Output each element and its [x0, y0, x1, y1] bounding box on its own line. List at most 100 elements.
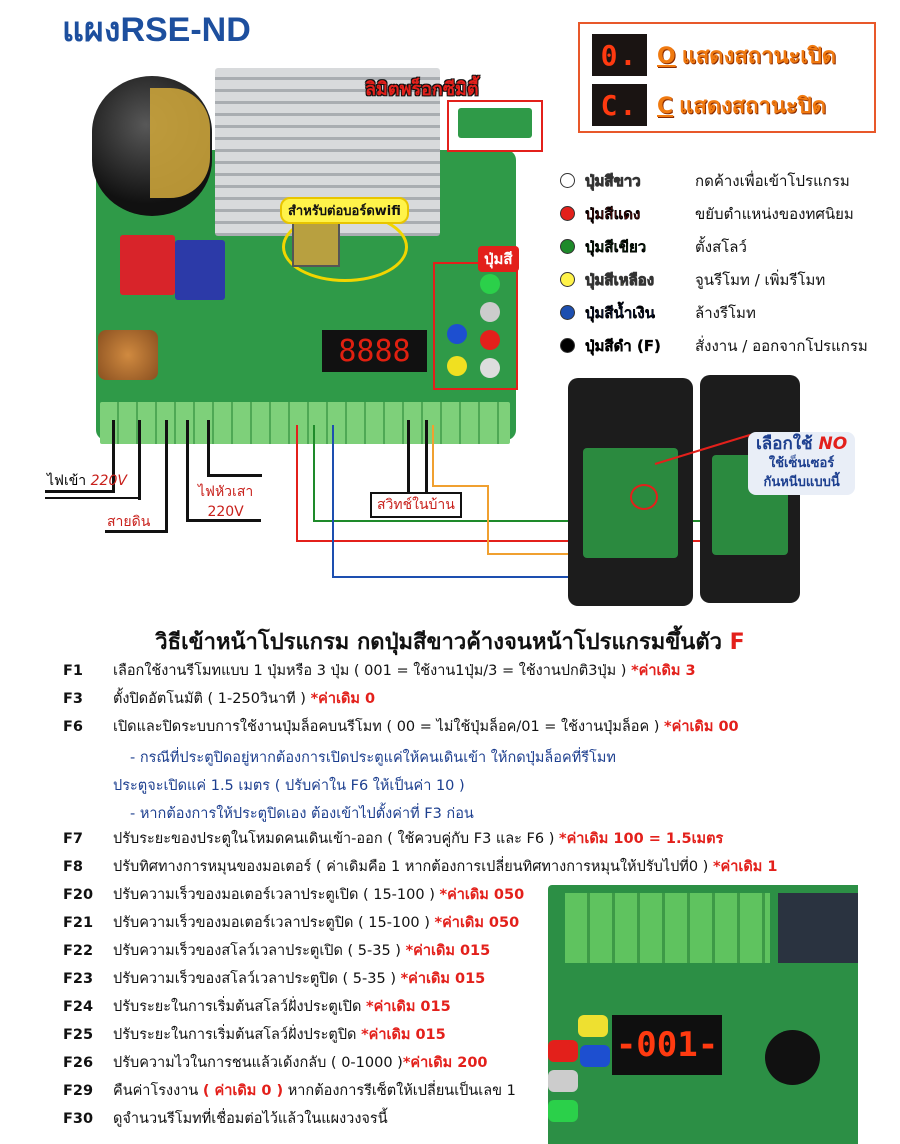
wire-line	[207, 420, 210, 475]
setting-text: ปรับระยะของประตูในโหมดคนเดินเข้า-ออก ( ใ…	[113, 831, 559, 847]
wire-orange	[432, 485, 488, 487]
setting-text: ตั้งปิดอัตโนมัติ ( 1-250วินาที )	[113, 691, 311, 707]
setting-row: F29 คืนค่าโรงงาน ( ค่าเดิม 0 ) หากต้องการ…	[63, 1079, 516, 1102]
white-dot-icon	[560, 173, 575, 188]
wire-line	[165, 420, 168, 532]
setting-default: *ค่าเดิม 3	[631, 663, 696, 679]
wire-orange	[432, 425, 434, 485]
heading-text: วิธีเข้าหน้าโปรแกรม กดปุ่มสีขาวค้างจนหน้…	[155, 630, 722, 655]
setting-text: ปรับความเร็วของมอเตอร์เวลาประตูปิด ( 15-…	[113, 915, 435, 931]
legend-desc: สั่งงาน / ออกจากโปรแกรม	[695, 336, 868, 355]
wire-line	[105, 530, 168, 533]
limit-highlight-box	[447, 100, 543, 152]
f6-note: - หากต้องการให้ประตูปิดเอง ต้องเข้าไปตั้…	[130, 806, 474, 822]
legend-item-blue: ปุ่มสีน้ำเงินล้างรีโมท	[560, 296, 868, 329]
wire-blue	[332, 576, 602, 578]
page-title: แผงRSE-ND	[62, 11, 251, 49]
capacitor-label	[150, 88, 210, 198]
setting-default: *ค่าเดิม 015	[366, 999, 451, 1015]
white-button	[480, 302, 500, 322]
setting-default: *ค่าเดิม 100 = 1.5เมตร	[558, 831, 724, 847]
setting-text: ปรับทิศทางการหมุนของมอเตอร์ ( ค่าเดิมคือ…	[113, 859, 713, 875]
wire-blue	[332, 425, 334, 578]
f6-note: ประตูจะเปิดแค่ 1.5 เมตร ( ปรับค่าใน F6 ใ…	[113, 778, 465, 794]
setting-text: หากต้องการรีเซ็ตให้เปลี่ยนเป็นเลข 1	[283, 1083, 516, 1099]
setting-code: F20	[63, 887, 94, 903]
setting-default: *ค่าเดิม 015	[405, 943, 491, 959]
wire-line	[45, 497, 141, 499]
setting-default: ( ค่าเดิม 0 )	[202, 1083, 284, 1099]
green-button	[480, 274, 500, 294]
buzzer	[765, 1030, 820, 1085]
setting-default: *ค่าเดิม 00	[664, 719, 739, 735]
legend-name: ปุ่มสีแดง	[585, 204, 641, 223]
setting-text: เลือกใช้งานรีโมทแบบ 1 ปุ่มหรือ 3 ปุ่ม ( …	[113, 663, 632, 679]
led-display: 8888	[322, 330, 427, 372]
relay	[120, 235, 175, 295]
blue-button	[580, 1045, 610, 1067]
yellow-button	[578, 1015, 608, 1037]
legend-desc: ตั้งสโลว์	[695, 237, 747, 256]
wire-line	[186, 519, 261, 522]
limit-switch-label: ลิมิตพร็อกซีมิตี้	[365, 79, 479, 100]
setting-code: F30	[63, 1111, 94, 1127]
callout-text: กันหนีบแบบนี้	[763, 475, 840, 490]
wifi-module	[292, 222, 340, 267]
setting-text: ปรับความเร็วของสโลว์เวลาประตูปิด ( 5-35 …	[113, 971, 401, 987]
red-button	[548, 1040, 578, 1062]
buttons-label: ปุ่มสี	[478, 246, 519, 272]
setting-text: ปรับระยะในการเริ่มต้นสโลว์ฝั่งประตูเปิด	[113, 999, 367, 1015]
status-letter: O	[657, 43, 676, 69]
legend-item-green: ปุ่มสีเขียว ตั้งสโลว์	[560, 230, 868, 263]
setting-row: F6 เปิดและปิดระบบการใช้งานปุ่มล็อคบนรีโมท…	[63, 715, 739, 738]
sensor-callout: เลือกใช้ NO ใช้เซ็นเซอร์ กันหนีบแบบนี้	[748, 432, 856, 495]
white-button	[548, 1070, 578, 1092]
legend-item-red: ปุ่มสีแดงขยับตำแหน่งของทศนิยม	[560, 197, 868, 230]
setting-default: *ค่าเดิม 050	[434, 915, 520, 931]
legend-name: ปุ่มสีดำ (F)	[585, 336, 661, 355]
home-switch-label: สวิทช์ในบ้าน	[370, 492, 462, 518]
terminal-block	[100, 402, 510, 444]
setting-code: F6	[63, 719, 83, 735]
black-dot-icon	[560, 338, 575, 353]
instructions-heading: วิธีเข้าหน้าโปรแกรม กดปุ่มสีขาวค้างจนหน้…	[0, 624, 900, 659]
ground-label: สายดิน	[107, 514, 151, 530]
setting-code: F22	[63, 943, 94, 959]
heading-emphasis: F	[729, 630, 745, 655]
setting-code: F29	[63, 1083, 94, 1099]
setting-text: ดูจำนวนรีโมทที่เชื่อมต่อไว้แล้วในแผงวงจร…	[113, 1111, 388, 1127]
setting-row: F7 ปรับระยะของประตูในโหมดคนเดินเข้า-ออก (…	[63, 827, 723, 850]
transformer-coil	[98, 330, 158, 380]
yellow-dot-icon	[560, 272, 575, 287]
wire-line	[425, 420, 428, 495]
wire-line	[186, 420, 189, 522]
setting-row: F20 ปรับความเร็วของมอเตอร์เวลาประตูเปิด (…	[63, 883, 524, 906]
setting-default: *ค่าเดิม 200	[402, 1055, 488, 1071]
yellow-button	[447, 356, 467, 376]
blue-dot-icon	[560, 305, 575, 320]
power-in-voltage: 220V	[90, 473, 127, 489]
seven-segment-display: C.	[592, 84, 647, 126]
setting-text: คืนค่าโรงงาน	[113, 1083, 203, 1099]
legend-name: ปุ่มสีเขียว	[585, 237, 647, 256]
wire-line	[45, 490, 115, 493]
setting-default: *ค่าเดิม 015	[400, 971, 486, 987]
setting-code: F7	[63, 831, 83, 847]
red-dot-icon	[560, 206, 575, 221]
f6-note: - กรณีที่ประตูปิดอยู่หากต้องการเปิดประตู…	[130, 750, 616, 766]
wire-line	[138, 420, 141, 500]
setting-text: เปิดและปิดระบบการใช้งานปุ่มล็อคบนรีโมท (…	[113, 719, 665, 735]
wire-red	[296, 540, 748, 542]
lamp-voltage: 220V	[207, 504, 244, 520]
legend-name: ปุ่มสีขาว	[585, 171, 641, 190]
setting-text: ปรับความเร็วของมอเตอร์เวลาประตูเปิด ( 15…	[113, 887, 440, 903]
seven-segment-display: 0.	[592, 34, 647, 76]
setting-default: *ค่าเดิม 0	[310, 691, 376, 707]
